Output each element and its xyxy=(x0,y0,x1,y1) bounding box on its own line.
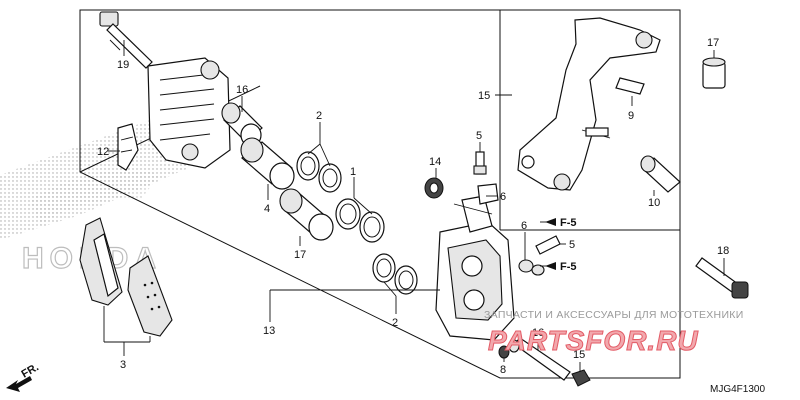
bolt-18 xyxy=(695,257,749,299)
callout-6-upper: 6 xyxy=(500,191,506,203)
callout-5-lower: 5 xyxy=(569,239,575,251)
ref-f5-lower: F-5 xyxy=(560,261,577,273)
watermark-subtitle: ЗАПЧАСТИ И АКСЕССУАРЫ ДЛЯ МОТОТЕХНИКИ xyxy=(484,309,744,321)
pin-bolt-10 xyxy=(640,155,681,193)
callout-11: 14 xyxy=(429,156,441,168)
support-bracket-13 xyxy=(517,17,661,191)
callout-3: 3 xyxy=(120,359,126,371)
piston-15-lower xyxy=(279,188,334,241)
pin-16 xyxy=(508,337,571,381)
callout-15-lower: 17 xyxy=(294,249,306,261)
seal-set-2-upper xyxy=(296,151,342,193)
callout-15-upper: 16 xyxy=(236,84,248,96)
sleeve-17 xyxy=(702,57,726,89)
caliper-bracket xyxy=(147,57,231,169)
callout-2-upper: 2 xyxy=(316,110,322,122)
bleeder-screw-5-upper xyxy=(473,151,487,175)
caliper-body-12 xyxy=(435,195,515,341)
bleeder-screw-5-lower xyxy=(518,235,561,276)
callout-8: 8 xyxy=(500,364,506,376)
callout-13: 15 xyxy=(478,90,490,102)
piston-4 xyxy=(240,137,295,190)
bolt-19 xyxy=(99,11,153,69)
callout-4: 4 xyxy=(264,203,270,215)
callout-5-upper: 5 xyxy=(476,130,482,142)
pin-boot-15-upper xyxy=(221,102,263,147)
callout-14: 15 xyxy=(573,349,585,361)
front-arrow-icon xyxy=(6,376,32,392)
seal-set-1 xyxy=(335,198,385,243)
callout-1: 1 xyxy=(350,166,356,178)
callout-labels: 19 12 16 2 1 4 17 2 13 3 14 5 6 6 5 15 9… xyxy=(97,37,729,376)
nut-14 xyxy=(571,369,591,387)
diagram-code: MJG4F1300 xyxy=(710,384,765,395)
callout-7: 12 xyxy=(97,146,109,158)
washer-6-upper xyxy=(477,183,499,205)
seal-set-2-lower xyxy=(372,253,418,295)
callout-18: 18 xyxy=(717,245,729,257)
callout-10: 10 xyxy=(648,197,660,209)
brake-pads-3 xyxy=(79,217,173,337)
watermark-brand: PARTSFOR.RU xyxy=(488,325,699,356)
front-direction-indicator: FR. xyxy=(6,361,41,392)
ref-f5-upper: F-5 xyxy=(560,217,577,229)
callout-2-lower: 2 xyxy=(392,317,398,329)
clip-9 xyxy=(615,77,645,95)
watermark: ЗАПЧАСТИ И АКСЕССУАРЫ ДЛЯ МОТОТЕХНИКИ PA… xyxy=(484,309,744,357)
callout-6-lower: 6 xyxy=(521,220,527,232)
callout-16: 16 xyxy=(532,327,544,339)
callout-9: 9 xyxy=(628,110,634,122)
bleeder-cap-11 xyxy=(424,177,444,199)
callout-17: 17 xyxy=(707,37,719,49)
front-direction-label: FR. xyxy=(20,361,41,380)
reference-labels: F-5 F-5 xyxy=(545,217,577,273)
callout-19: 19 xyxy=(117,59,129,71)
pad-spring-7 xyxy=(117,123,139,171)
callout-12: 13 xyxy=(263,325,275,337)
